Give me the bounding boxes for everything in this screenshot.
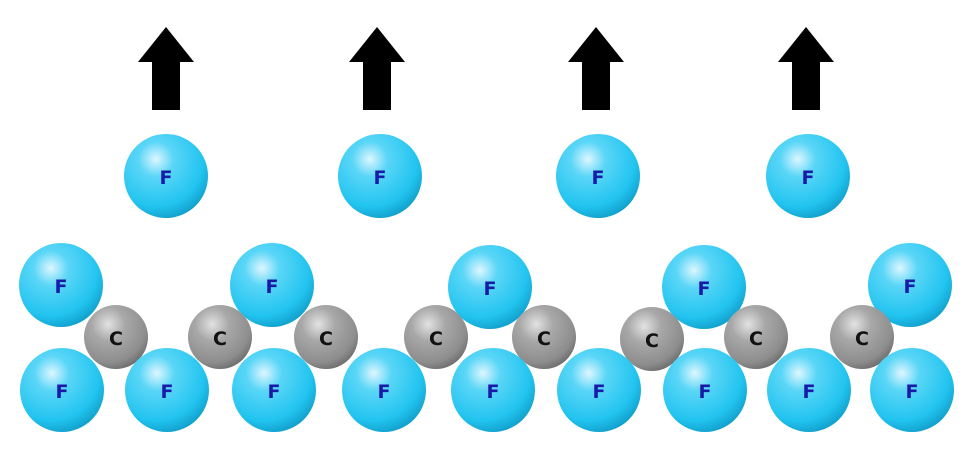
fluorine-label: F [593, 381, 606, 403]
lower-fluorine-atom: F [20, 348, 104, 432]
fluorine-label: F [592, 167, 605, 189]
up-arrow-icon [349, 27, 405, 110]
carbon-atom: C [512, 305, 576, 369]
fluorine-label: F [378, 381, 391, 403]
carbon-atom: C [724, 305, 788, 369]
fluorine-label: F [802, 167, 815, 189]
upper-fluorine-atom: F [230, 243, 314, 327]
fluorine-label: F [266, 276, 279, 298]
carbon-atom: C [84, 305, 148, 369]
carbon-label: C [213, 328, 227, 350]
carbon-label: C [855, 328, 869, 350]
lower-fluorine-atom: F [767, 348, 851, 432]
fluorine-label: F [160, 167, 173, 189]
up-arrow-icon [138, 27, 194, 110]
carbon-label: C [319, 328, 333, 350]
fluorine-label: F [484, 278, 497, 300]
carbon-label: C [429, 328, 443, 350]
carbon-label: C [645, 330, 659, 352]
carbon-atom: C [830, 305, 894, 369]
fluorine-label: F [56, 381, 69, 403]
fluorine-label: F [487, 381, 500, 403]
detached-fluorine-atom: F [124, 134, 208, 218]
upper-fluorine-atom: F [868, 243, 952, 327]
lower-fluorine-atom: F [125, 348, 209, 432]
detached-fluorine-atom: F [338, 134, 422, 218]
fluorine-label: F [698, 278, 711, 300]
carbon-label: C [109, 328, 123, 350]
upper-fluorine-atom: F [448, 245, 532, 329]
fluorine-label: F [55, 276, 68, 298]
detached-fluorine-atom: F [766, 134, 850, 218]
carbon-label: C [537, 328, 551, 350]
fluorine-label: F [904, 276, 917, 298]
lower-fluorine-atom: F [557, 348, 641, 432]
carbon-atom: C [294, 305, 358, 369]
lower-fluorine-atom: F [870, 348, 954, 432]
lower-fluorine-atom: F [663, 348, 747, 432]
up-arrow-icon [778, 27, 834, 110]
fluorine-label: F [161, 381, 174, 403]
carbon-atom: C [620, 307, 684, 371]
fluorine-label: F [374, 167, 387, 189]
upper-fluorine-atom: F [662, 245, 746, 329]
carbon-atom: C [188, 305, 252, 369]
lower-fluorine-atom: F [451, 348, 535, 432]
upper-fluorine-atom: F [19, 243, 103, 327]
fluorine-label: F [699, 381, 712, 403]
detached-fluorine-atom: F [556, 134, 640, 218]
carbon-atom: C [404, 305, 468, 369]
lower-fluorine-atom: F [232, 348, 316, 432]
fluorine-label: F [268, 381, 281, 403]
fluorine-label: F [803, 381, 816, 403]
fluorine-label: F [906, 381, 919, 403]
carbon-label: C [749, 328, 763, 350]
up-arrow-icon [568, 27, 624, 110]
lower-fluorine-atom: F [342, 348, 426, 432]
